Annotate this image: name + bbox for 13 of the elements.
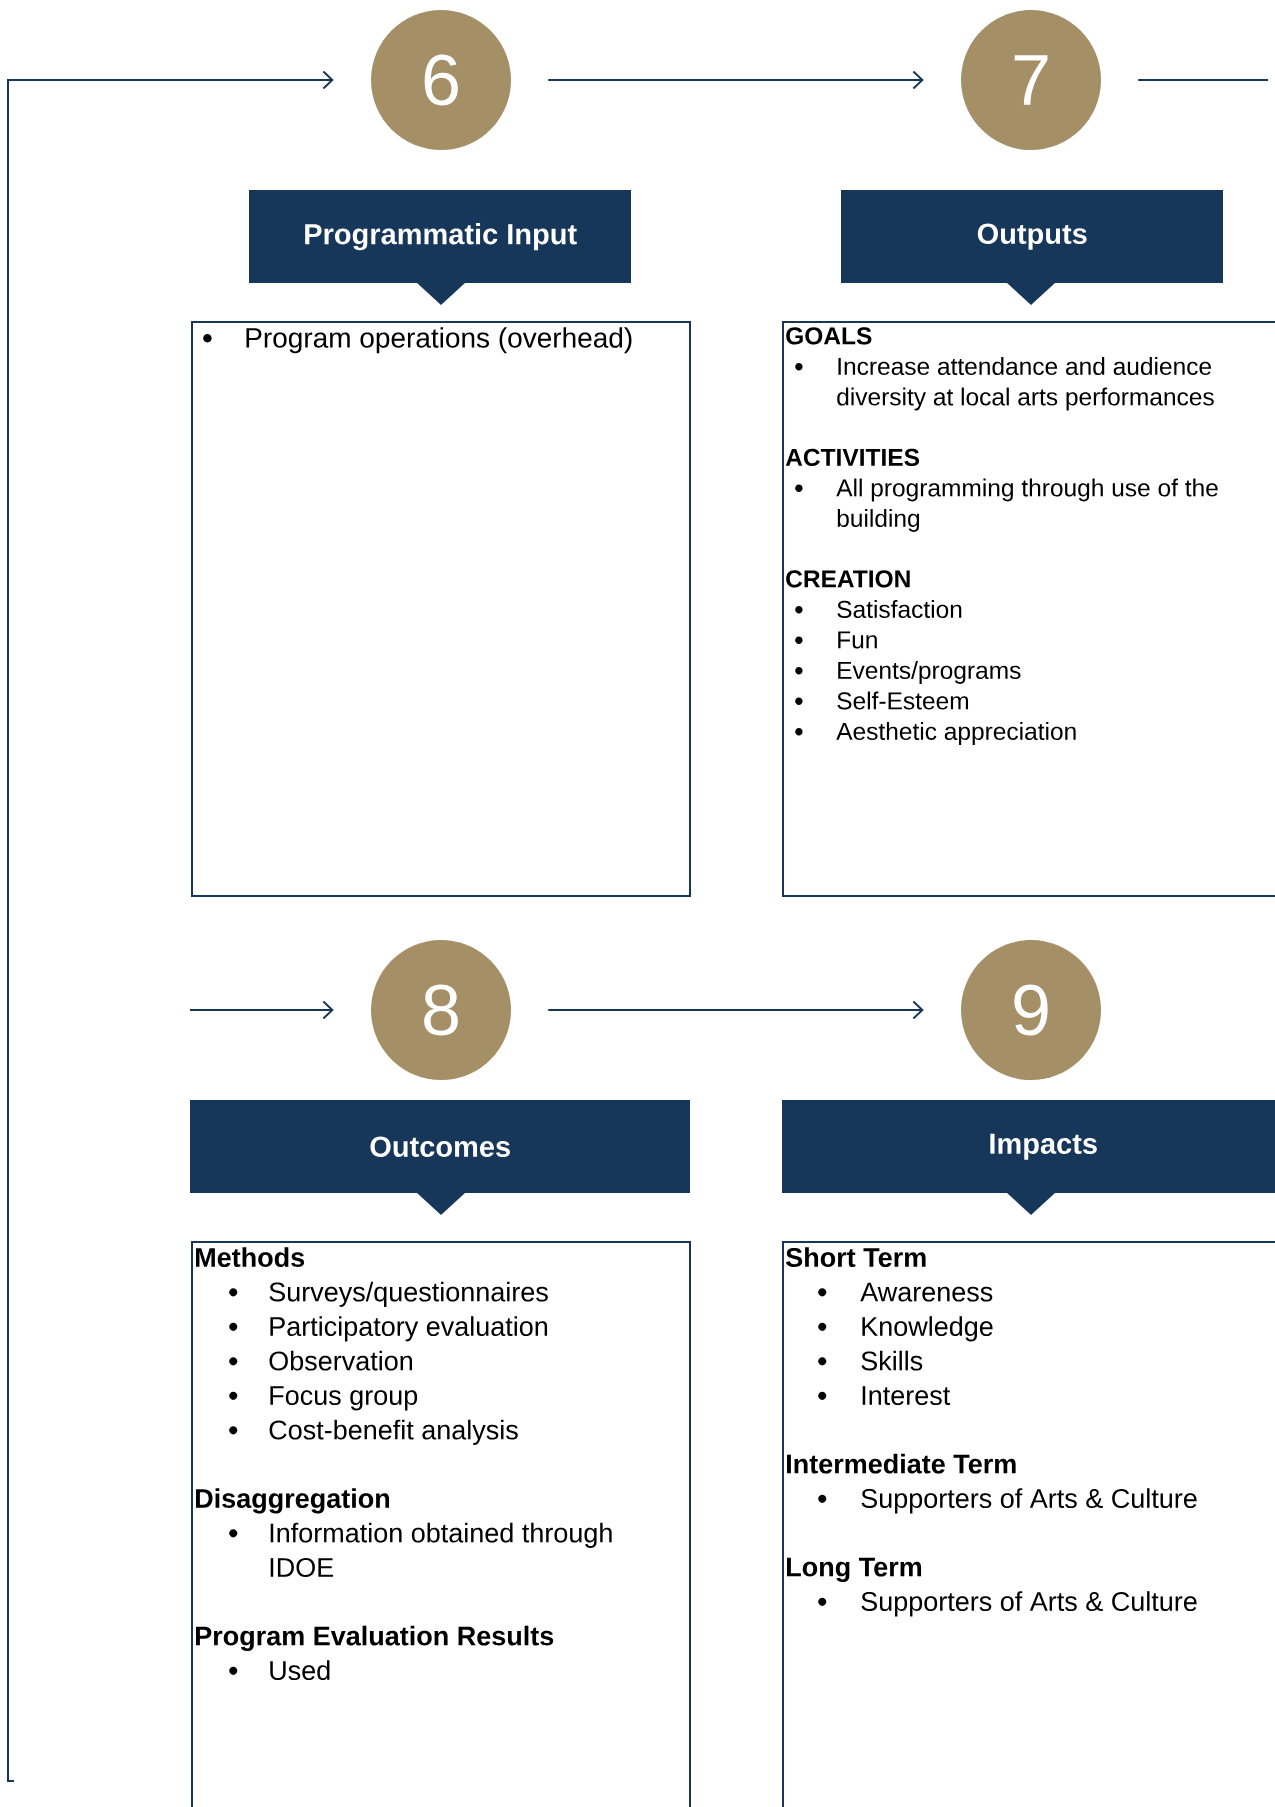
content-box: Short Term Awareness Knowledge Skills Interest Intermediate Term Supporters of Arts & Culture Long Term Supporters of Arts & Culture <box>782 1241 1275 1807</box>
arrow <box>547 70 924 90</box>
header-banner: Programmatic Input <box>249 190 631 305</box>
connector-line <box>1137 79 1269 81</box>
arrow <box>547 1000 924 1020</box>
arrow <box>7 70 334 1782</box>
content-box: Methods Surveys/questionnaires Participatory evaluation Observation Focus group Cost-benefit analysis Disaggregation Information obtained through IDOE Program Evaluation Results Used <box>191 1241 691 1807</box>
header-banner: Outputs <box>841 190 1223 305</box>
header-banner: Outcomes <box>190 1100 690 1215</box>
content-box: GOALS Increase attendance and audience diversity at local arts performances ACTIVITIES All programming through use of the building CREATION Satisfaction Fun Events/programs Self-Esteem Aesthetic appreciation <box>782 321 1275 897</box>
header-banner: Impacts <box>782 1100 1275 1215</box>
arrow <box>189 1000 334 1020</box>
content-box: Program operations (overhead) <box>191 321 691 897</box>
